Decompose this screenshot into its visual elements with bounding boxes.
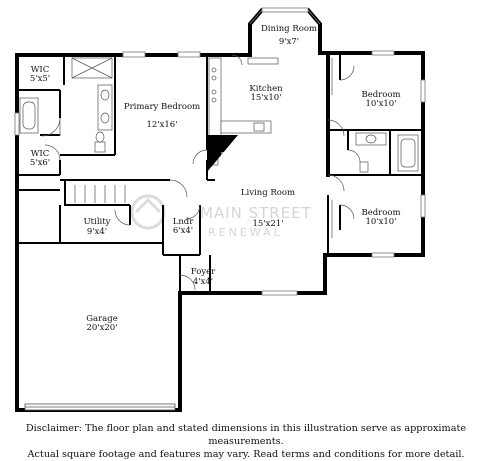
wic1-dims: 5'x5'	[30, 74, 50, 84]
disclaimer: Disclaimer: The floor plan and stated di…	[0, 422, 492, 461]
utility-dims: 9'x4'	[87, 227, 107, 237]
room-labels: WIC 5'x5' WIC 5'x6' Primary Bedroom 12'x…	[30, 24, 401, 333]
dining-name: Dining Room	[261, 24, 317, 34]
primary-name: Primary Bedroom	[124, 102, 200, 112]
watermark: MAIN STREET RENEWAL	[130, 194, 312, 239]
foyer-name: Foyer	[191, 267, 216, 277]
fireplace: FP	[207, 135, 238, 172]
garage-door	[24, 403, 176, 411]
dining-dims: 9'x7'	[279, 37, 299, 47]
kitchen-dims: 15'x10'	[250, 93, 281, 103]
wic1-name: WIC	[31, 65, 50, 75]
interior-walls	[17, 55, 423, 293]
primary-dims: 12'x16'	[146, 120, 177, 130]
wic2-dims: 5'x6'	[30, 158, 50, 168]
wic2-name: WIC	[31, 149, 50, 159]
door-swings	[41, 54, 361, 291]
linen-name: Lndr	[173, 217, 195, 227]
fireplace-label: FP	[221, 152, 228, 158]
disclaimer-line1: Disclaimer: The floor plan and stated di…	[25, 423, 467, 447]
windows	[14, 7, 426, 296]
watermark-line2: RENEWAL	[208, 226, 283, 239]
watermark-line1: MAIN STREET	[200, 204, 312, 222]
garage-name: Garage	[86, 314, 117, 324]
living-name: Living Room	[241, 188, 295, 198]
linen-dims: 6'x4'	[173, 226, 193, 236]
foyer-dims: 4'x4'	[193, 277, 213, 287]
bedroom2-dims: 10'x10'	[365, 217, 396, 227]
garage-dims: 20'x20'	[86, 323, 117, 333]
utility-name: Utility	[84, 217, 111, 227]
bedroom1-name: Bedroom	[361, 90, 400, 100]
bedroom2-name: Bedroom	[361, 208, 400, 218]
bedroom1-dims: 10'x10'	[365, 99, 396, 109]
disclaimer-line2: Actual square footage and features may v…	[27, 449, 465, 460]
kitchen-name: Kitchen	[249, 84, 283, 94]
living-dims: 15'x21'	[252, 219, 283, 229]
